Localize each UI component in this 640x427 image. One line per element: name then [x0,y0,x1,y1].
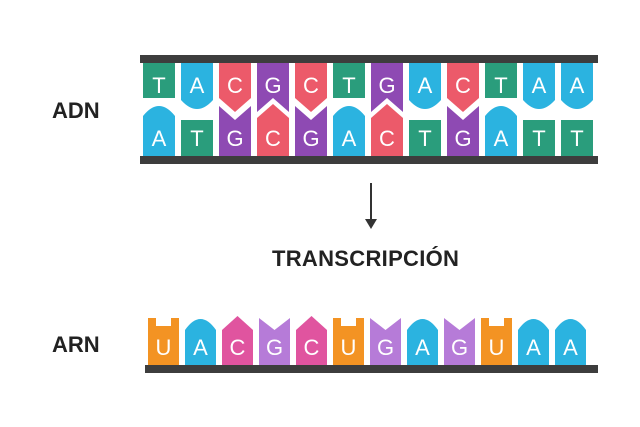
dna-bottom-base-label: C [379,126,395,151]
dna-bottom-base-label: T [570,126,583,151]
dna-top-base-label: T [342,73,355,98]
dna-bottom-nucleotide: G [219,106,251,156]
dna-top-nucleotide: G [257,63,289,112]
dna-label: ADN [52,98,100,123]
rna-base-label: G [377,335,394,360]
dna-bottom-nucleotide: T [561,120,593,156]
rna-label: ARN [52,332,100,357]
rna-nucleotide: U [333,318,364,365]
rna-nucleotide: G [444,318,475,365]
rna-base-label: U [341,335,357,360]
dna-top-base-label: C [227,73,243,98]
dna-bottom-nucleotide: C [257,104,289,156]
dna-top-base-label: A [532,73,547,98]
dna-bottom-base-label: A [342,126,357,151]
dna-bottom-nucleotide: A [333,106,365,156]
dna-top-nucleotide: G [371,63,403,112]
dna-top-nucleotide: T [143,63,175,98]
rna-nucleotide: U [148,318,179,365]
dna-bottom-base-label: T [532,126,545,151]
rna-nucleotide: G [370,318,401,365]
rna-nucleotide: U [481,318,512,365]
dna-bottom-nucleotide: A [485,106,517,156]
dna-top-base-label: C [455,73,471,98]
rna-base-label: A [563,335,578,360]
rna-nucleotide: A [407,319,438,365]
dna-bottom-base-label: G [454,126,471,151]
rna-base-label: G [266,335,283,360]
dna-top-base-label: A [570,73,585,98]
dna-top-base-label: G [264,73,281,98]
rna-nucleotide: A [185,319,216,365]
dna-bottom-nucleotide: C [371,104,403,156]
dna-bottom-base-label: G [226,126,243,151]
dna-top-nucleotide: A [409,63,441,109]
dna-top-base-label: G [378,73,395,98]
dna-bottom-base-label: A [494,126,509,151]
dna-bottom-backbone [140,156,598,164]
dna-top-nucleotide: A [181,63,213,109]
dna-top-base-label: A [418,73,433,98]
dna-top-base-label: A [190,73,205,98]
rna-nucleotide: A [555,319,586,365]
dna-bottom-base-label: T [418,126,431,151]
rna-base-label: U [489,335,505,360]
rna-nucleotide: C [222,316,253,365]
dna-top-backbone [140,55,598,63]
rna-nucleotide: C [296,316,327,365]
dna-bottom-nucleotide: T [523,120,555,156]
dna-top-base-label: C [303,73,319,98]
transcription-label: TRANSCRIPCIÓN [272,246,460,271]
dna-bottom-nucleotide: T [409,120,441,156]
rna-base-label: C [304,335,320,360]
dna-top-nucleotide: T [485,63,517,98]
dna-top-nucleotide: A [561,63,593,109]
dna-bottom-nucleotide: A [143,106,175,156]
dna-top-nucleotide: C [295,63,327,112]
dna-top-base-label: T [152,73,165,98]
dna-bottom-base-label: C [265,126,281,151]
dna-bottom-base-label: A [152,126,167,151]
rna-base-label: U [156,335,172,360]
down-arrow-icon [365,183,377,229]
rna-base-label: A [193,335,208,360]
rna-base-label: A [415,335,430,360]
dna-bottom-nucleotide: T [181,120,213,156]
dna-top-base-label: T [494,73,507,98]
dna-bottom-base-label: T [190,126,203,151]
dna-bottom-nucleotide: G [295,106,327,156]
dna-bottom-nucleotide: G [447,106,479,156]
dna-top-nucleotide: T [333,63,365,98]
rna-base-label: C [230,335,246,360]
dna-top-nucleotide: A [523,63,555,109]
rna-backbone [145,365,598,373]
rna-nucleotide: A [518,319,549,365]
rna-nucleotide: G [259,318,290,365]
rna-base-label: A [526,335,541,360]
dna-bottom-base-label: G [302,126,319,151]
rna-base-label: G [451,335,468,360]
dna-top-nucleotide: C [447,63,479,112]
dna-top-nucleotide: C [219,63,251,112]
